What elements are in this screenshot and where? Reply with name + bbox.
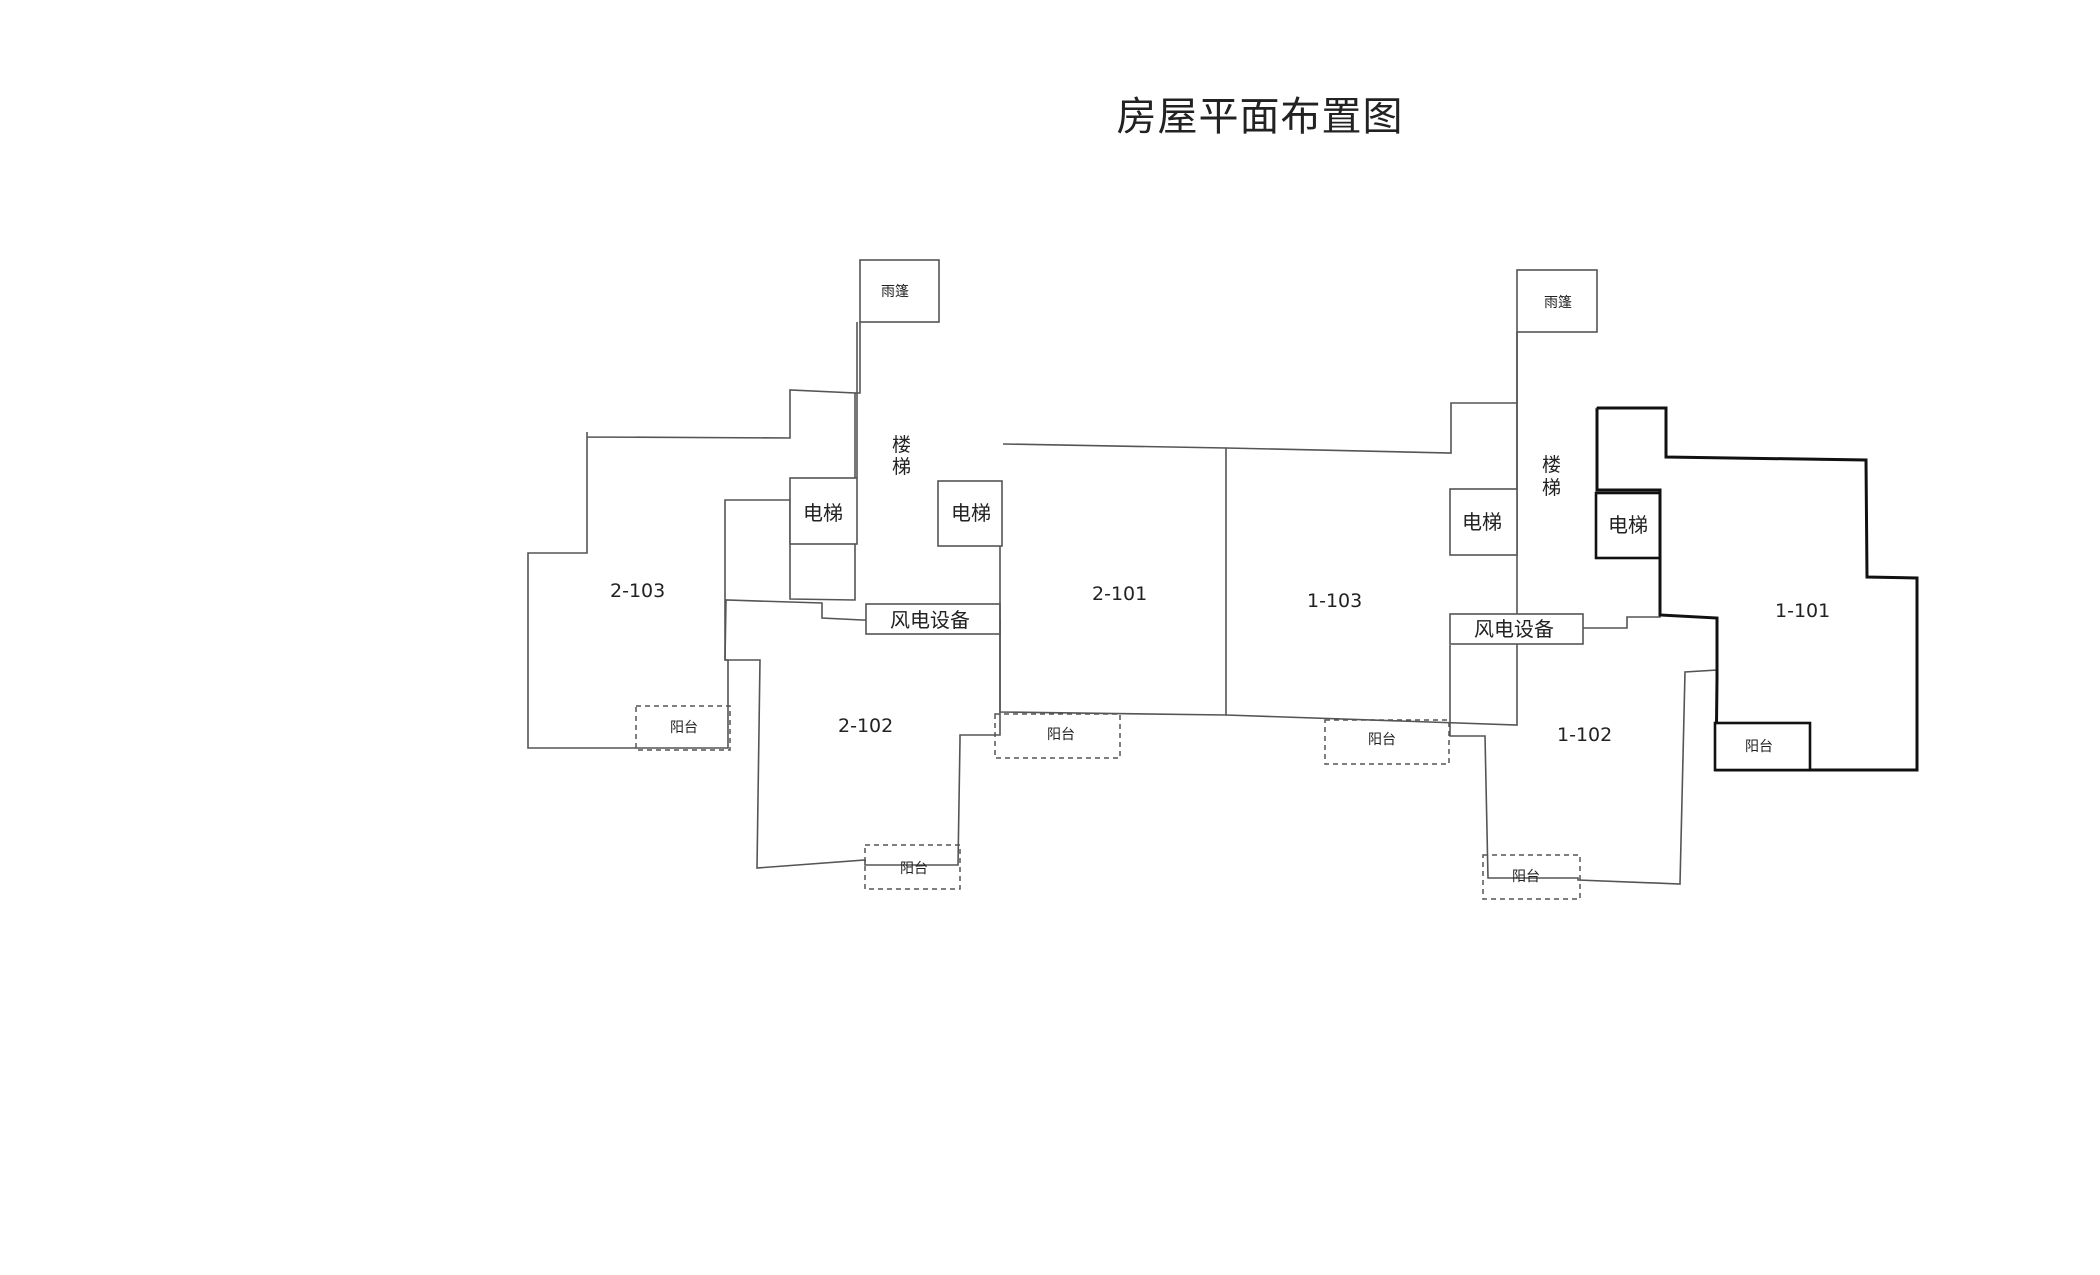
elevator-2-right — [937, 480, 1003, 547]
elevator-label-2-right: 电梯 — [951, 501, 991, 525]
page-title: 房屋平面布置图 — [1116, 94, 1404, 140]
balcony-2-101 — [994, 713, 1121, 759]
unit-2-101-outline — [999, 443, 1227, 716]
unit-label-2-102: 2-102 — [838, 715, 893, 737]
hvac-1 — [1449, 613, 1584, 645]
balcony-1-101 — [1713, 721, 1812, 772]
balcony-2-102 — [864, 844, 961, 890]
stair-label-1-b: 梯 — [1542, 477, 1561, 499]
stair-label-2-a: 楼 — [892, 434, 911, 456]
balcony-label-1-102: 阳台 — [1512, 869, 1540, 885]
unit-1-102-outline — [1449, 614, 1718, 885]
elevator-2-left — [789, 477, 858, 545]
elevator-label-2-left: 电梯 — [803, 501, 843, 525]
hvac-label-1: 风电设备 — [1474, 617, 1554, 641]
unit-label-1-102: 1-102 — [1557, 724, 1612, 746]
unit-label-2-101: 2-101 — [1092, 583, 1147, 605]
unit-2-102-outline — [724, 599, 1001, 869]
unit-label-2-103: 2-103 — [610, 580, 665, 602]
unit-1-101-outline — [1595, 406, 1919, 772]
canopy-2 — [859, 259, 940, 323]
elevator-1-left — [1449, 488, 1518, 556]
canopy-label-1: 雨篷 — [1544, 295, 1572, 311]
elevator-label-1-right: 电梯 — [1608, 513, 1648, 537]
balcony-label-2-103: 阳台 — [670, 720, 698, 736]
unit-2-103-outline — [527, 389, 856, 749]
balcony-label-1-103: 阳台 — [1368, 732, 1396, 748]
stair-label-1-a: 楼 — [1542, 454, 1561, 476]
elevator-label-1-left: 电梯 — [1462, 510, 1502, 534]
unit-label-1-101: 1-101 — [1775, 600, 1830, 622]
balcony-1-102 — [1482, 854, 1581, 900]
canopy-1 — [1516, 269, 1598, 333]
balcony-2-103 — [635, 705, 731, 751]
stair-label-2-b: 梯 — [892, 456, 911, 478]
unit-1-103-outline — [1225, 402, 1518, 726]
hvac-label-2: 风电设备 — [890, 608, 970, 632]
canopy-label-2: 雨篷 — [881, 284, 909, 300]
balcony-label-1-101: 阳台 — [1745, 739, 1773, 755]
elevator-1-right — [1594, 491, 1662, 560]
unit-label-1-103: 1-103 — [1307, 590, 1362, 612]
balcony-1-103 — [1324, 719, 1450, 765]
hvac-2 — [865, 603, 1001, 635]
balcony-label-2-101: 阳台 — [1047, 727, 1075, 743]
balcony-label-2-102: 阳台 — [900, 861, 928, 877]
